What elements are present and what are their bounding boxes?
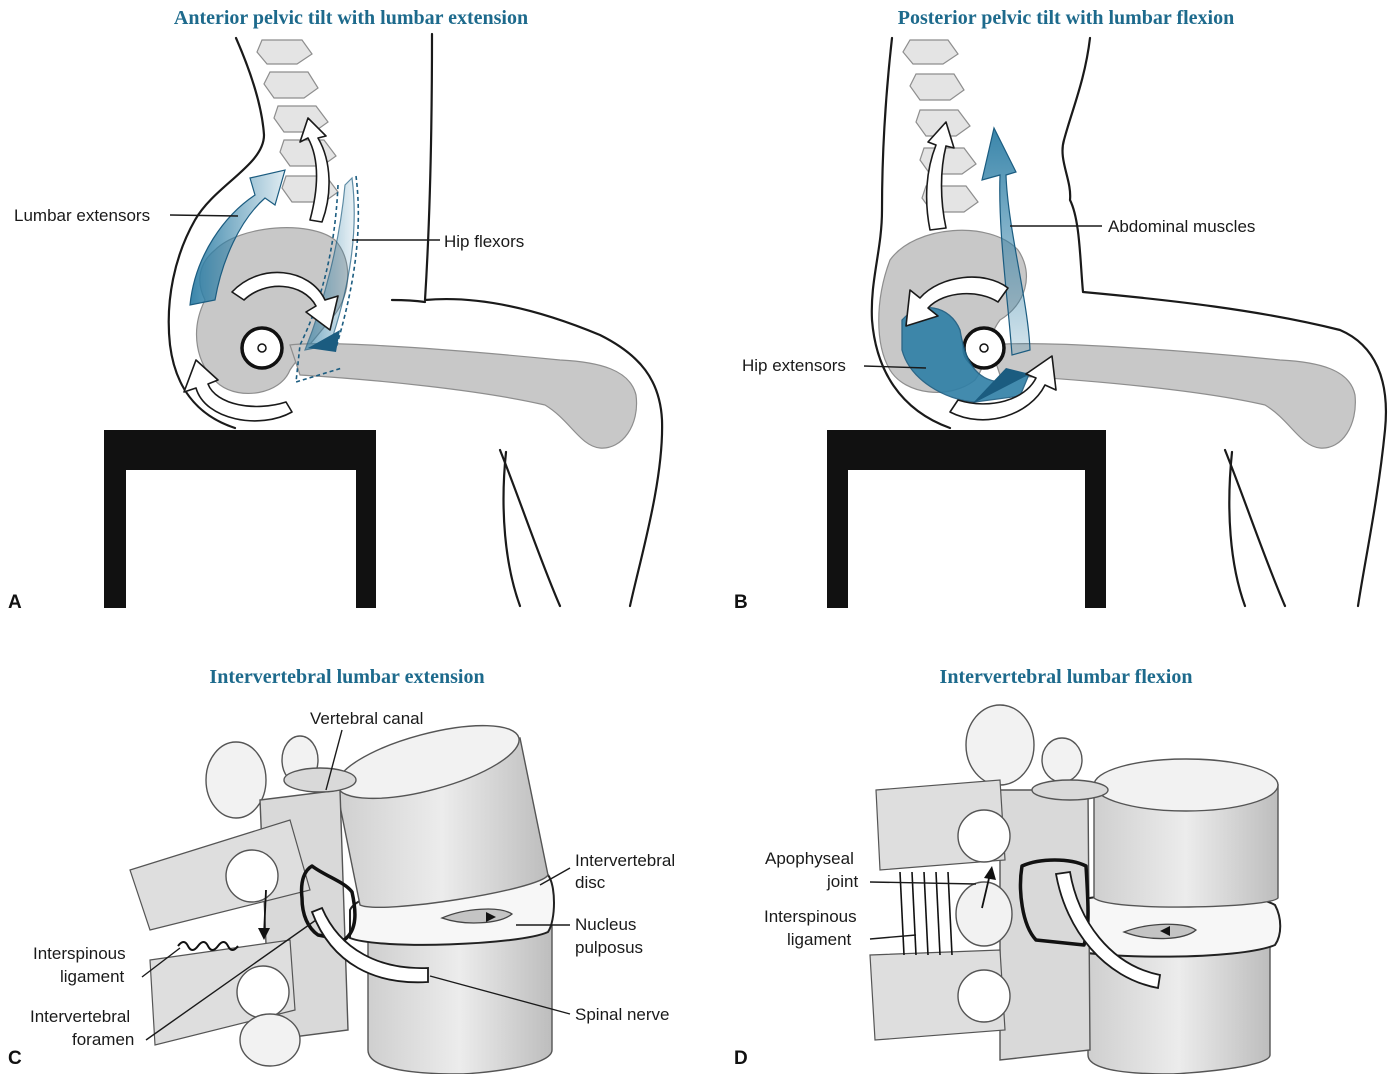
label-spinal-nerve: Spinal nerve	[575, 1005, 670, 1024]
hip-center-a	[258, 344, 266, 352]
body-outline-front-a	[425, 34, 662, 606]
label-interspinous-ligament-d-2: ligament	[787, 930, 852, 949]
facet-top-d	[966, 705, 1034, 785]
panel-d-letter: D	[734, 1048, 748, 1069]
panel-c-letter: C	[8, 1048, 22, 1069]
label-abdominal-muscles: Abdominal muscles	[1108, 217, 1255, 236]
panel-a-letter: A	[8, 592, 22, 613]
stretched-interspinous-ligament-d	[900, 872, 952, 955]
calf-b	[1225, 450, 1285, 606]
panel-d: Intervertebral lumbar flexion	[734, 666, 1280, 1074]
facet-bottom-c	[240, 1014, 300, 1066]
label-apophyseal-joint-2: joint	[826, 872, 858, 891]
label-intervertebral-disc-2: disc	[575, 873, 606, 892]
upper-process-end-d	[958, 810, 1010, 862]
panel-a-title: Anterior pelvic tilt with lumbar extensi…	[174, 7, 528, 29]
chair-b	[827, 430, 1106, 608]
label-hip-extensors: Hip extensors	[742, 356, 846, 375]
wavy-interspinous-ligament-c	[178, 942, 238, 950]
hip-center-b	[980, 344, 988, 352]
apophyseal-joint-facet-d	[956, 882, 1012, 946]
label-vertebral-canal: Vertebral canal	[310, 709, 423, 728]
lower-vertebral-body-c	[368, 925, 552, 1074]
label-interspinous-ligament-c-1: Interspinous	[33, 944, 126, 963]
upper-process-end-c	[226, 850, 278, 902]
label-intervertebral-disc-1: Intervertebral	[575, 851, 675, 870]
leader-interspinous-ligament-d	[870, 935, 916, 939]
calf-a-back	[504, 452, 520, 606]
label-hip-flexors: Hip flexors	[444, 232, 524, 251]
posterior-elements-c	[130, 736, 356, 1066]
panel-b-title: Posterior pelvic tilt with lumbar flexio…	[898, 7, 1234, 29]
thigh-top-a	[392, 300, 425, 302]
label-nucleus-pulposus-2: pulposus	[575, 938, 643, 957]
chair-a	[104, 430, 376, 608]
lower-process-end-c	[237, 966, 289, 1018]
separation-arrowhead-d	[984, 866, 996, 880]
panel-b-letter: B	[734, 592, 748, 613]
panel-c-title: Intervertebral lumbar extension	[209, 666, 484, 688]
body-outline-front-b	[1062, 38, 1385, 606]
panel-a: Anterior pelvic tilt with lumbar extensi…	[8, 7, 662, 613]
leader-lumbar-extensors	[170, 215, 238, 216]
vertebral-canal-opening-d	[1032, 780, 1108, 800]
facet-top-c	[206, 742, 266, 818]
calf-a	[500, 450, 560, 606]
label-interspinous-ligament-d-1: Interspinous	[764, 907, 857, 926]
vertebral-canal-opening-c	[284, 768, 356, 792]
calf-b-back	[1229, 452, 1245, 606]
spine-extension-arrow-a	[300, 118, 329, 222]
spine-flexion-arrow-b	[927, 122, 954, 230]
label-apophyseal-joint-1: Apophyseal	[765, 849, 854, 868]
label-interspinous-ligament-c-2: ligament	[60, 967, 125, 986]
lower-process-end-d	[958, 970, 1010, 1022]
panel-d-title: Intervertebral lumbar flexion	[940, 666, 1193, 688]
upper-body-top-d	[1094, 759, 1278, 811]
label-intervertebral-foramen-2: foramen	[72, 1030, 134, 1049]
label-nucleus-pulposus-1: Nucleus	[575, 915, 636, 934]
panel-c: Intervertebral lumbar extension	[8, 666, 675, 1074]
process-top-d	[1042, 738, 1082, 782]
panel-b: Posterior pelvic tilt with lumbar flexio…	[734, 7, 1386, 613]
leader-apophyseal-joint	[870, 882, 976, 884]
label-intervertebral-foramen-1: Intervertebral	[30, 1007, 130, 1026]
label-lumbar-extensors: Lumbar extensors	[14, 206, 150, 225]
